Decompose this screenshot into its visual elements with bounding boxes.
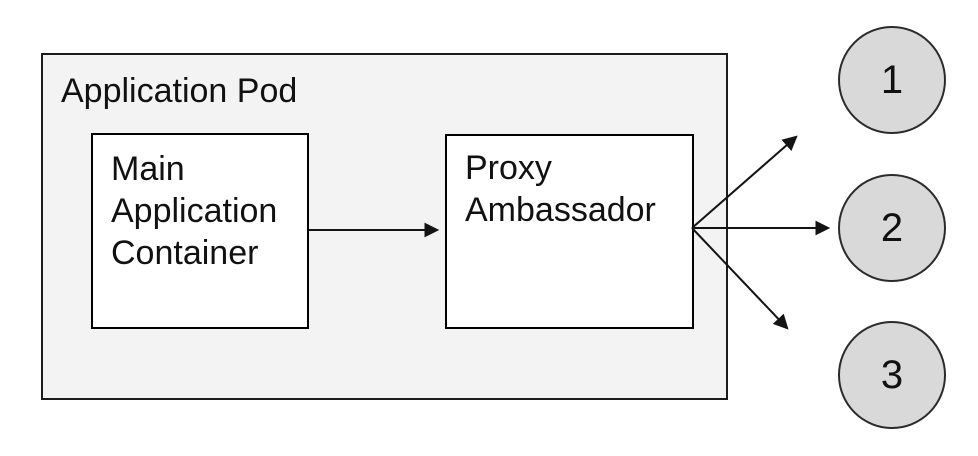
proxy-ambassador-label: Proxy Ambassador: [465, 149, 656, 229]
endpoint-2-label: 2: [880, 205, 904, 250]
node-endpoint-1: 1: [838, 26, 946, 134]
main-application-container-label: Main Application Container: [111, 150, 278, 272]
node-endpoint-2: 2: [838, 174, 946, 282]
endpoint-3-label: 3: [880, 352, 904, 397]
application-pod-label: Application Pod: [61, 72, 298, 110]
node-main-application-container: Main Application Container: [91, 133, 309, 329]
endpoint-1-label: 1: [880, 57, 904, 102]
application-pod-group: Application Pod Main Application Contain…: [41, 53, 728, 400]
node-endpoint-3: 3: [838, 321, 946, 429]
node-proxy-ambassador: Proxy Ambassador: [445, 134, 694, 329]
